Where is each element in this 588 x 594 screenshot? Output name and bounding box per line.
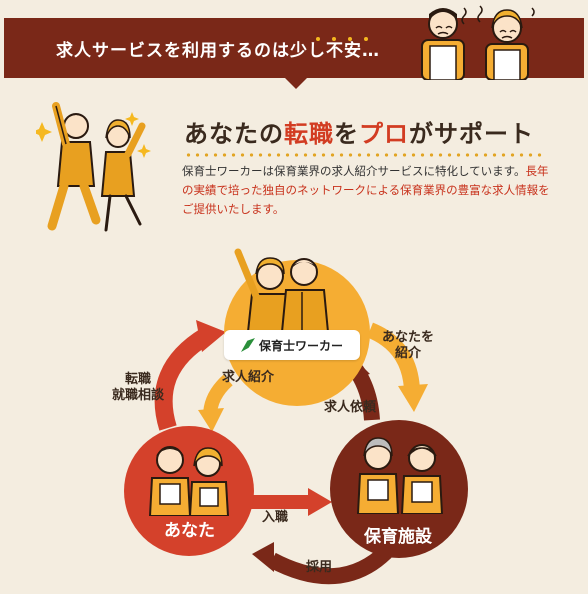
hoikushi-worker-logo: 保育士ワーカー bbox=[224, 330, 360, 360]
introduce-you-label: あなたを 紹介 bbox=[382, 330, 434, 362]
logo-text: 保育士ワーカー bbox=[258, 338, 343, 353]
intro-paragraph: 保育士ワーカーは保育業界の求人紹介サービスに特化しています。長年の実績で培った独… bbox=[182, 162, 556, 219]
introduce-line1: あなたを bbox=[382, 330, 435, 345]
banner-text: 求人サービスを利用するのは少し不安… bbox=[56, 41, 380, 61]
advisor-staff-illustration bbox=[234, 248, 330, 332]
logo-mark-icon bbox=[240, 338, 255, 352]
flow-arrows bbox=[154, 320, 428, 585]
you-people-illustration bbox=[148, 446, 230, 516]
hire-label: 採用 bbox=[306, 560, 333, 575]
service-flow-diagram: 保育士ワーカー あなた 保育施設 求人紹介 転職 就職相談 あなたを 紹介 求人… bbox=[0, 220, 588, 594]
intro-highlight-text: 長年の実績で培った独自のネットワークによる保育業界の豊富な求人情報をご提供いたし… bbox=[182, 164, 550, 216]
banner-notch bbox=[284, 77, 308, 89]
facility-circle bbox=[330, 420, 468, 558]
intro-text: 保育士ワーカーは保育業界の求人紹介サービスに特化しています。 bbox=[182, 164, 526, 178]
page-headline: あなたの転職をプロがサポート bbox=[184, 120, 534, 148]
you-label: あなた bbox=[164, 521, 215, 541]
consultation-line1: 転職 bbox=[125, 372, 152, 387]
job-request-label: 求人依頼 bbox=[324, 400, 377, 415]
facility-label: 保育施設 bbox=[364, 527, 432, 547]
facility-staff-illustration bbox=[356, 437, 444, 514]
consultation-line2: 就職相談 bbox=[112, 388, 165, 403]
job-intro-label: 求人紹介 bbox=[222, 370, 275, 385]
headline-dotted-underline bbox=[184, 152, 544, 158]
introduce-line2: 紹介 bbox=[395, 346, 422, 361]
cheering-people-illustration bbox=[36, 102, 151, 232]
banner-emphasis-dots bbox=[316, 26, 380, 45]
consultation-label: 転職 就職相談 bbox=[112, 372, 164, 404]
join-label: 入職 bbox=[262, 510, 289, 525]
worried-staff-illustration bbox=[421, 5, 535, 80]
